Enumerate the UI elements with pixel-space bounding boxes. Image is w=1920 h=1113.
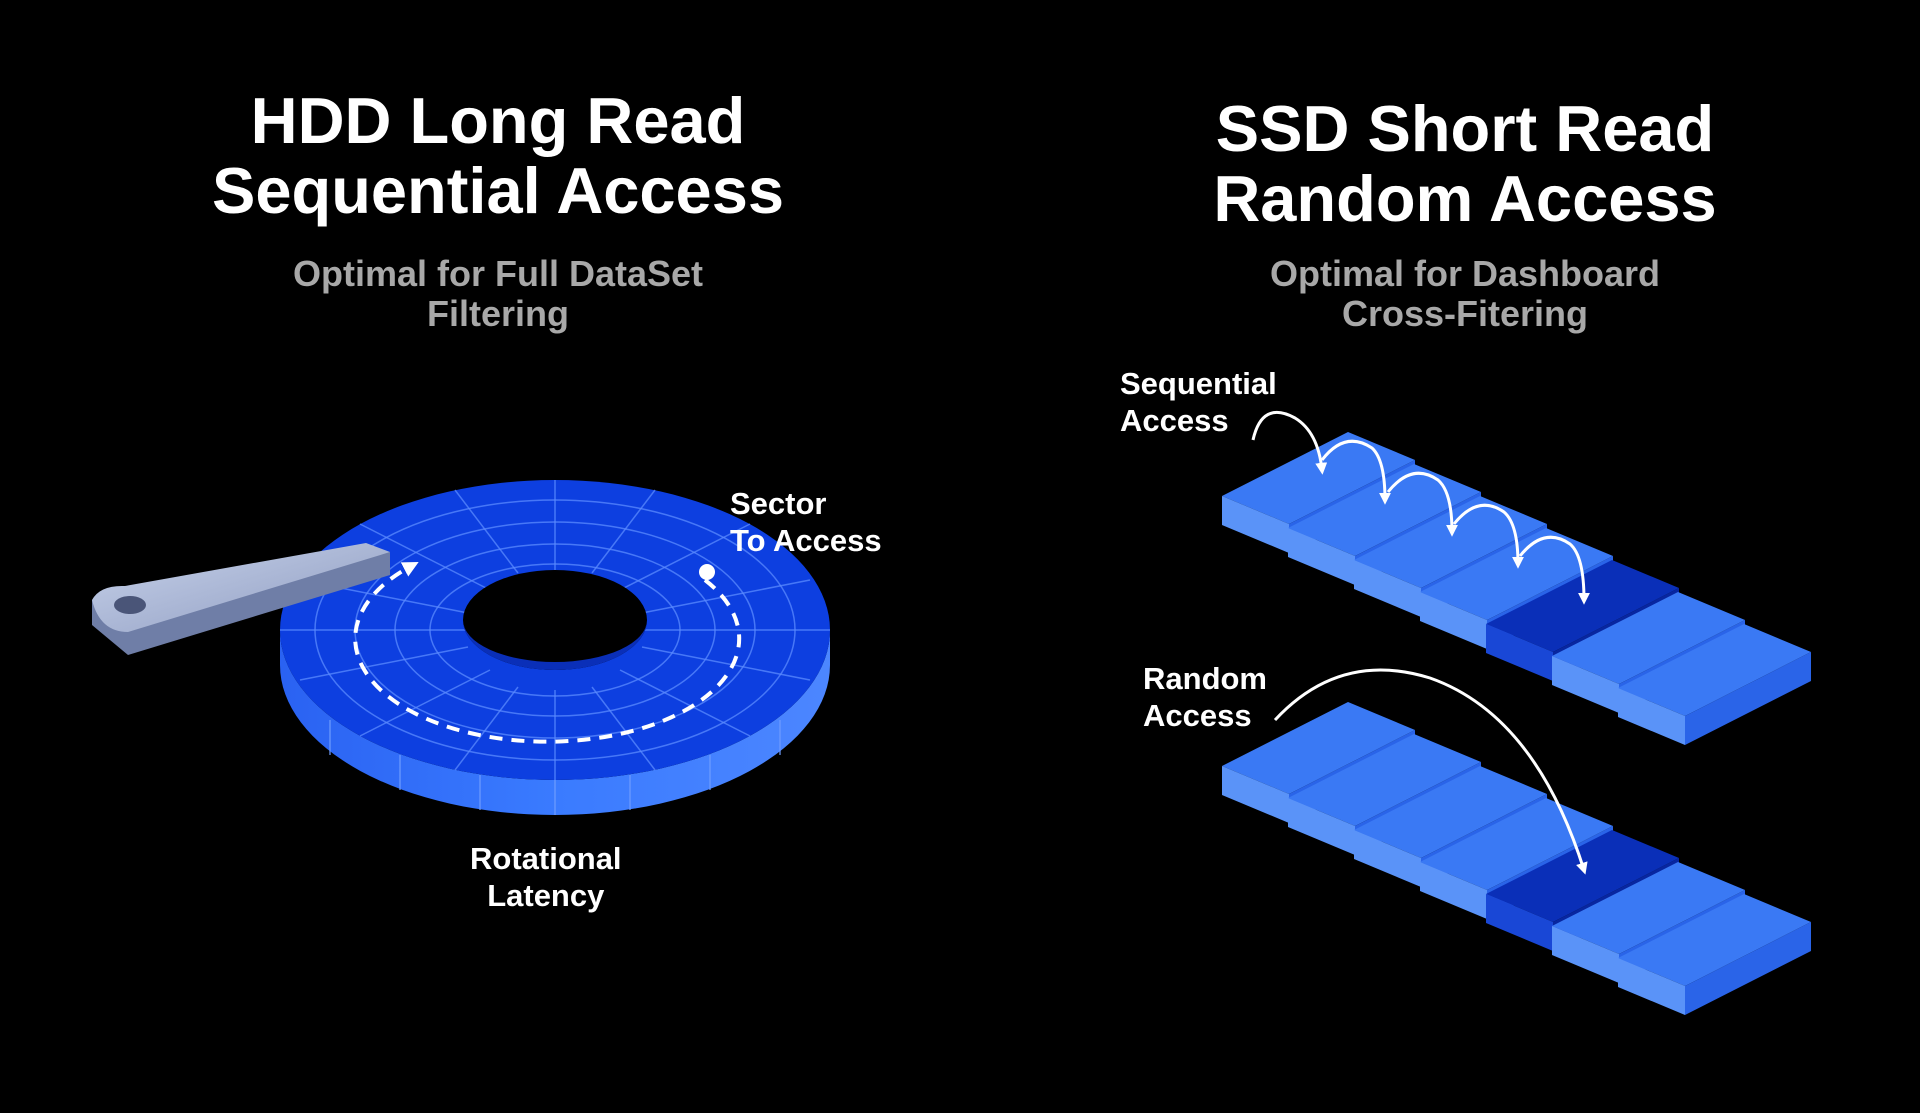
hop-arrow-4 [1518, 535, 1590, 605]
hdd-title: HDD Long Read Sequential Access [98, 86, 898, 226]
hdd-subtitle: Optimal for Full DataSet Filtering [148, 254, 848, 334]
random-access-label: Random Access [1143, 661, 1267, 733]
arm-top [92, 543, 390, 632]
platter-hole-inner-wall [463, 620, 647, 670]
hop-arrow-3 [1452, 503, 1524, 569]
sector-to-access-label: Sector To Access [730, 486, 882, 558]
arm-pivot [114, 596, 146, 614]
ssd-subtitle-line2: Cross-Fitering [1341, 293, 1589, 334]
ssd-title: SSD Short Read Random Access [1065, 94, 1865, 234]
hdd-platter [280, 480, 830, 815]
hdd-subtitle-line2: Filtering [427, 293, 569, 334]
hop-arrow-0 [1251, 410, 1328, 475]
ssd-block-seq-7 [1618, 624, 1811, 745]
ssd-sequential-row [1222, 432, 1811, 745]
ssd-subtitle: Optimal for Dashboard Cross-Fitering [1115, 254, 1815, 334]
hop-arrow-2 [1386, 471, 1458, 537]
platter-side [280, 630, 830, 815]
random-jump-arrow [1273, 668, 1588, 875]
ssd-subtitle-line1: Optimal for Dashboard [1269, 253, 1661, 294]
ssd-random-row [1222, 702, 1811, 1015]
sequential-hop-arrows [1251, 410, 1590, 605]
hop-arrow-1 [1320, 439, 1391, 505]
rotational-latency-label: Rotational Latency [470, 841, 622, 913]
platter-spokes [280, 480, 830, 780]
platter-hole [463, 570, 647, 670]
ssd-title-line2: Random Access [1213, 162, 1717, 235]
rotation-path [353, 562, 742, 744]
ssd-block-rand-7 [1618, 894, 1811, 1015]
hdd-read-arm [92, 543, 390, 655]
hdd-title-line1: HDD Long Read [250, 84, 746, 157]
hdd-title-line2: Sequential Access [211, 154, 785, 227]
sequential-access-label: Sequential Access [1120, 366, 1277, 438]
platter-side-seams [329, 720, 781, 815]
sector-marker [699, 564, 715, 580]
arm-side [92, 552, 390, 655]
hdd-subtitle-line1: Optimal for Full DataSet [292, 253, 704, 294]
ssd-title-line1: SSD Short Read [1215, 92, 1715, 165]
